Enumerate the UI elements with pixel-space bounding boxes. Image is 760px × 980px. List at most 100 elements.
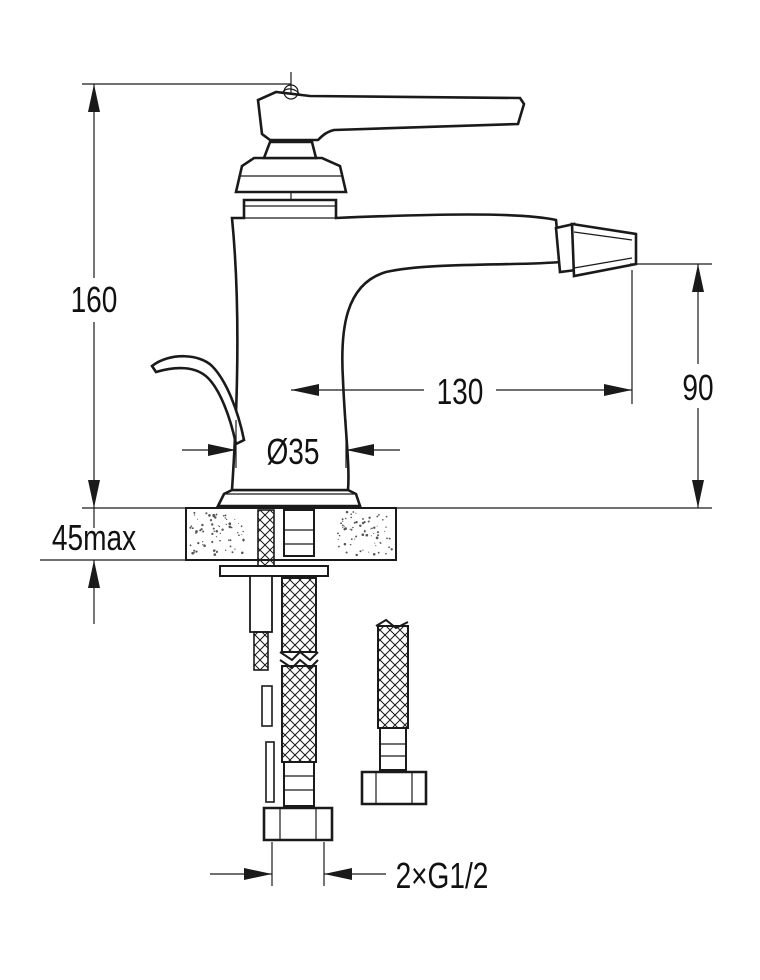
speckle-dot [361,533,365,536]
speckle-dot [236,531,239,534]
speckle-dot [228,525,232,529]
deck-45max-label: 45max [52,518,136,558]
speckle-dot [342,526,344,529]
speckle-dot [195,550,198,553]
speckle-dot [200,528,203,531]
speckle-dot [189,526,192,529]
speckle-dot [385,526,387,528]
speckle-dot [208,514,211,517]
speckle-dot [359,550,362,553]
speckle-dot [238,534,240,537]
speckle-dot [240,525,243,528]
speckle-dot [209,519,213,522]
speckle-dot [231,551,234,554]
speckle-dot [242,538,245,542]
speckle-dot [224,517,226,519]
speckle-dot [363,530,366,533]
speckle-dot [374,542,376,544]
speckle-dot [368,516,371,519]
speckle-dot [365,533,369,537]
speckle-dot [201,523,204,527]
speckle-dot [388,546,390,549]
speckle-dot [225,523,227,526]
speckle-dot [352,526,354,529]
speckle-dot [350,538,353,540]
speckle-dot [228,522,232,526]
speckle-dot [202,540,204,543]
reach-130-label: 130 [437,372,484,412]
speckle-dot [376,515,379,518]
bonnet [234,140,348,194]
dimension-diameter-35: Ø35 [182,420,400,472]
speckle-dot [355,553,358,557]
speckle-dot [345,510,349,514]
speckle-dot [222,514,225,517]
speckle-dot [381,518,384,521]
speckle-dot [379,541,381,544]
speckle-dot [337,532,339,535]
mixer-body [230,198,562,492]
speckle-dot [385,552,387,555]
speckle-dot [229,539,232,542]
dimension-deck-45max: 45max [40,508,186,624]
speckle-dot [196,518,198,520]
speckle-dot [378,514,380,516]
speckle-dot [362,549,364,551]
speckle-dot [368,551,370,553]
speckle-dot [217,525,220,527]
speckle-dot [205,512,208,515]
speckle-dot [350,513,353,516]
speckle-dot [338,545,340,548]
speckle-dot [373,526,376,529]
speckle-dot [219,532,221,535]
speckle-dot [202,530,205,533]
speckle-dot [211,532,214,536]
speckle-dot [343,525,345,527]
speckle-dot [242,530,244,533]
speckle-dot [237,523,239,525]
height-160-label: 160 [71,280,118,320]
speckle-dot [189,544,192,547]
speckle-dot [361,521,365,525]
speckle-dot [193,511,196,514]
flex-hose-installed [262,577,334,842]
flex-hose-loose [360,618,428,806]
speckle-dot [377,531,379,534]
speckle-dot [376,525,378,527]
speckle-dot [343,542,347,546]
speckle-dot [211,523,214,526]
speckle-dot [229,545,232,548]
dimension-connections: 2×G1/2 [210,842,488,896]
speckle-dot [193,552,196,554]
dimension-height-160: 160 [64,83,291,509]
speckle-dot [214,516,217,519]
speckle-dot [230,526,233,529]
speckle-dot [190,525,193,528]
speckle-dot [191,527,194,530]
speckle-dot [215,550,219,554]
speckle-dot [349,528,351,530]
speckle-dot [221,528,224,531]
speckle-dot [202,544,204,546]
speckle-dot [195,532,197,534]
speckle-dot [355,521,358,524]
speckle-dot [215,530,219,533]
speckle-dot [370,528,372,530]
speckle-dot [212,527,215,530]
speckle-dot [375,545,377,547]
speckle-dot [341,524,344,527]
speckle-dot [213,530,216,533]
speckle-dot [352,511,355,513]
spout-nozzle [554,222,638,278]
speckle-dot [338,534,341,537]
base-ring [215,488,362,508]
speckle-dot [375,536,379,540]
speckle-dot [377,551,380,554]
speckle-dot [212,513,216,517]
speckle-dot [359,524,362,527]
dimension-reach-130: 130 [291,270,633,412]
speckle-dot [193,549,196,552]
speckle-dot [354,538,356,540]
speckle-dot [342,520,344,522]
